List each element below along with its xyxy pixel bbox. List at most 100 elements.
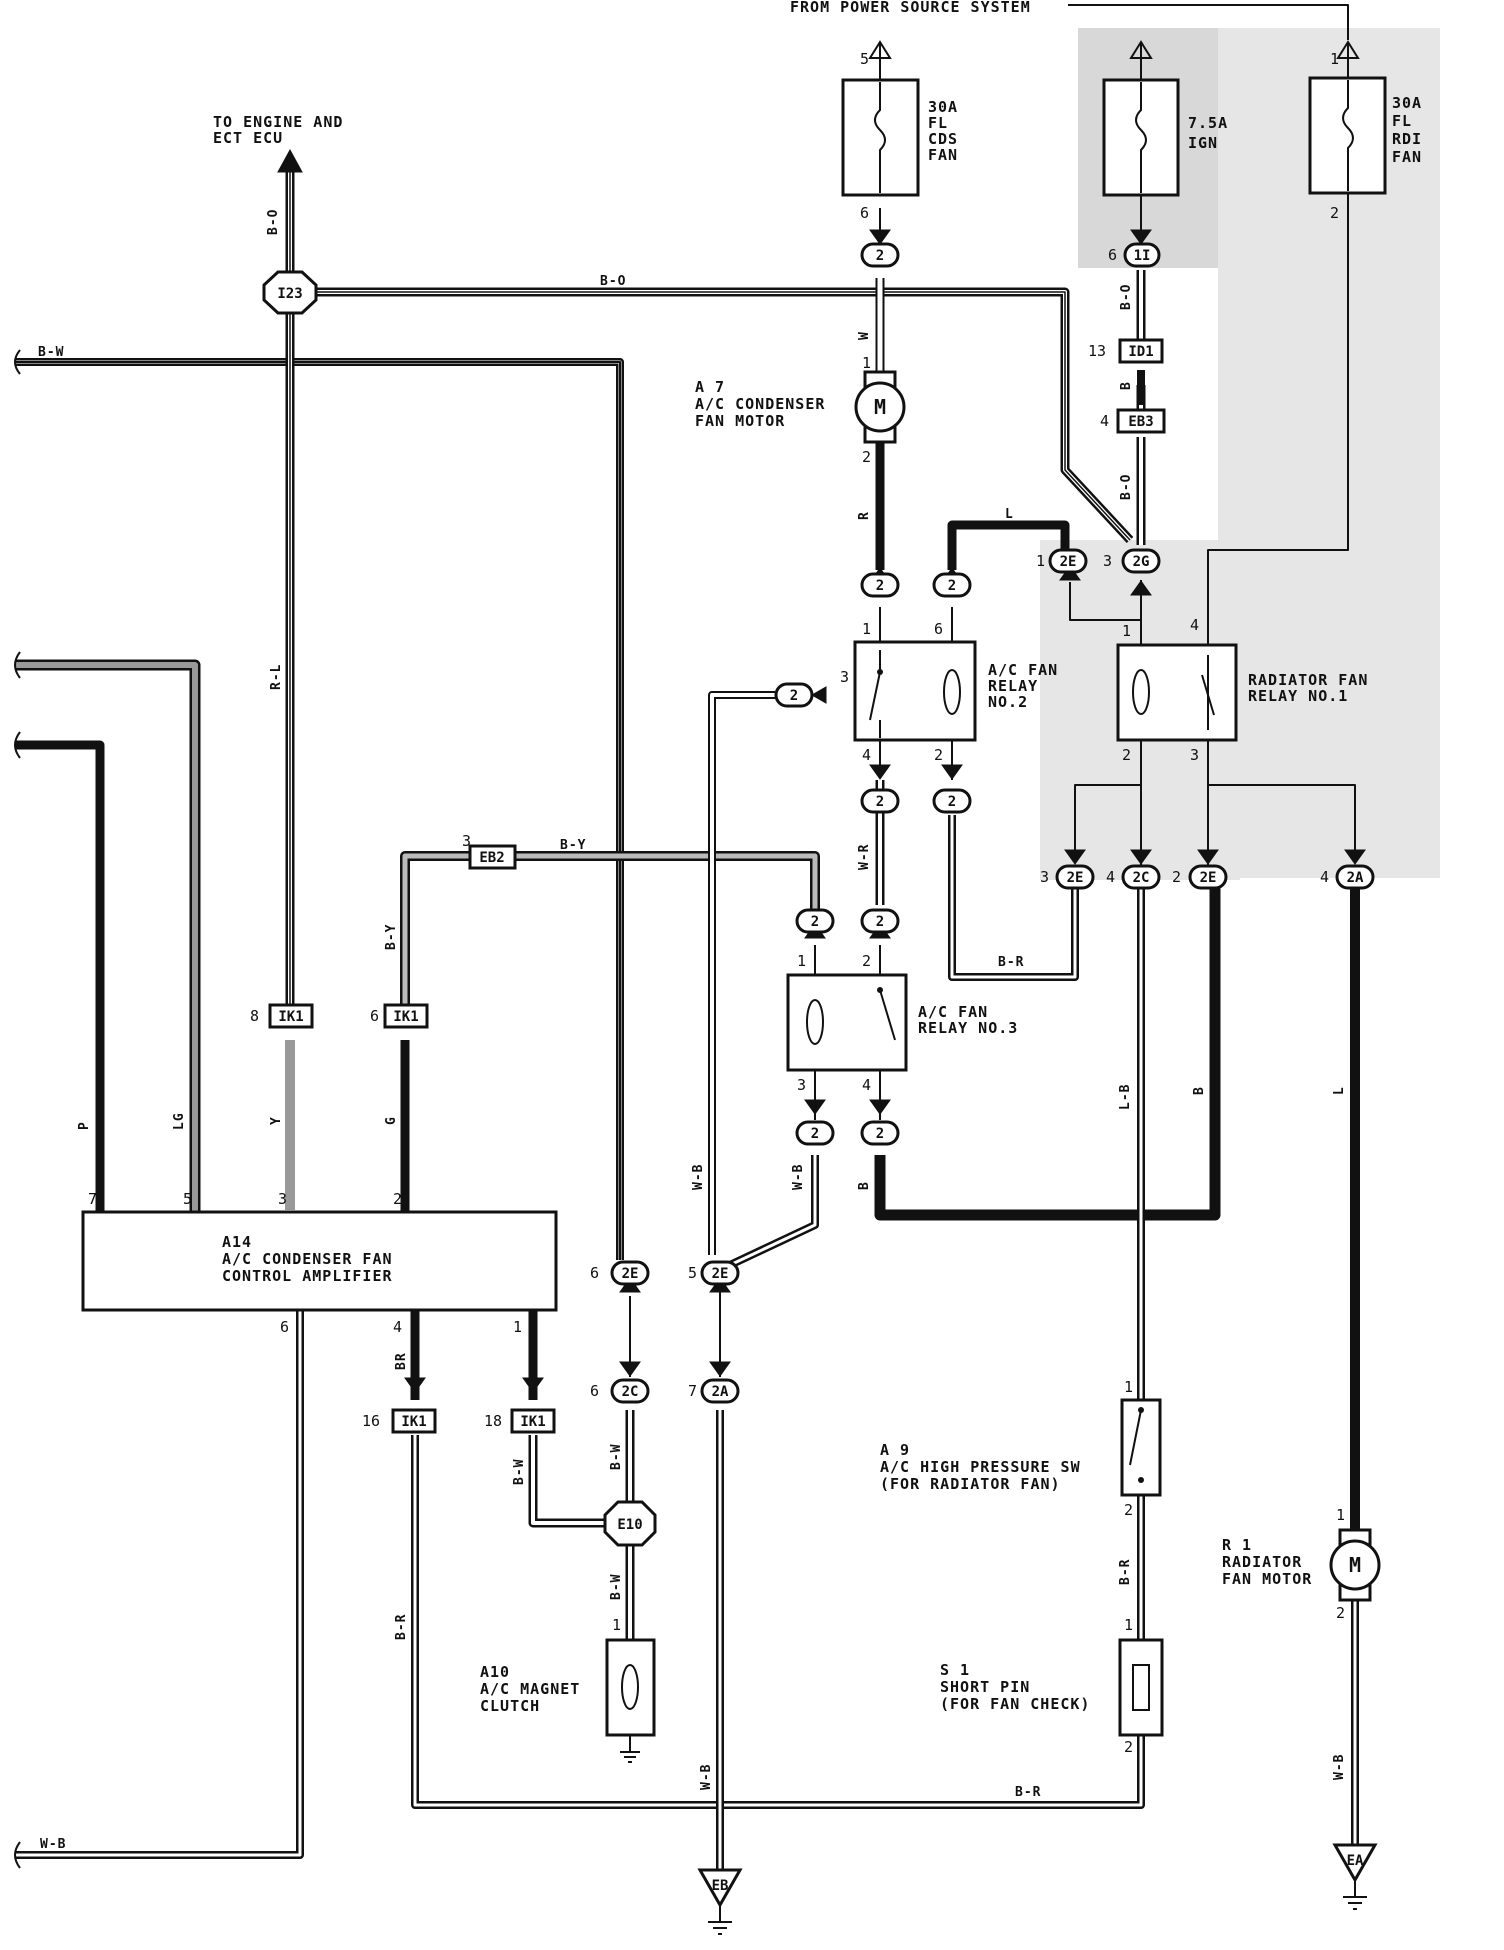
svg-text:4: 4 bbox=[862, 1076, 871, 1094]
svg-text:SHORT PIN: SHORT PIN bbox=[940, 1678, 1030, 1696]
svg-text:3: 3 bbox=[840, 668, 849, 686]
svg-text:ECT ECU: ECT ECU bbox=[213, 129, 283, 147]
svg-text:W-B: W-B bbox=[40, 1837, 66, 1852]
svg-text:B-W: B-W bbox=[512, 1459, 527, 1485]
svg-text:3: 3 bbox=[1190, 746, 1199, 764]
svg-text:B-R: B-R bbox=[394, 1614, 409, 1640]
svg-text:18: 18 bbox=[484, 1412, 502, 1430]
fuse-rdi bbox=[1308, 76, 1387, 195]
connector-ik1-18 bbox=[510, 1408, 556, 1434]
svg-text:IK1: IK1 bbox=[278, 1009, 303, 1025]
svg-text:2: 2 bbox=[948, 794, 956, 810]
svg-text:G: G bbox=[384, 1116, 399, 1125]
svg-text:2: 2 bbox=[1122, 746, 1131, 764]
svg-text:2: 2 bbox=[1124, 1501, 1133, 1519]
relay-no2 bbox=[853, 640, 977, 742]
svg-text:(FOR FAN CHECK): (FOR FAN CHECK) bbox=[940, 1695, 1090, 1713]
svg-text:2: 2 bbox=[1330, 204, 1339, 222]
svg-text:2C: 2C bbox=[622, 1384, 639, 1400]
wire-color-labels: B-O B-W L B-Y B-R B-R W-B B-O W R B-O B … bbox=[38, 209, 1347, 1852]
svg-text:6: 6 bbox=[934, 620, 943, 638]
svg-text:B-O: B-O bbox=[600, 274, 626, 289]
wire-b-bottom bbox=[874, 880, 1221, 1221]
svg-text:B-O: B-O bbox=[1119, 474, 1134, 500]
svg-text:1: 1 bbox=[612, 1616, 621, 1634]
wire-b-w-top bbox=[15, 358, 624, 1260]
svg-text:2: 2 bbox=[1124, 1738, 1133, 1756]
svg-text:RELAY NO.1: RELAY NO.1 bbox=[1248, 687, 1348, 705]
svg-text:W-B: W-B bbox=[699, 1764, 714, 1790]
s1-short-pin bbox=[1118, 1638, 1164, 1737]
svg-text:5: 5 bbox=[860, 50, 869, 68]
svg-text:4: 4 bbox=[1320, 868, 1329, 886]
svg-text:BR: BR bbox=[394, 1352, 409, 1370]
svg-text:L: L bbox=[1005, 507, 1014, 522]
wire-b-y bbox=[400, 851, 470, 1008]
svg-text:2: 2 bbox=[876, 794, 884, 810]
connector-ik1-16 bbox=[391, 1408, 437, 1434]
svg-text:1: 1 bbox=[1330, 50, 1339, 68]
svg-text:4: 4 bbox=[1106, 868, 1115, 886]
svg-text:A/C MAGNET: A/C MAGNET bbox=[480, 1680, 580, 1698]
radiator-motor: M bbox=[1329, 1528, 1381, 1602]
svg-text:LG: LG bbox=[172, 1112, 187, 1130]
svg-text:2: 2 bbox=[862, 448, 871, 466]
svg-text:A/C CONDENSER FAN: A/C CONDENSER FAN bbox=[222, 1250, 393, 1268]
svg-text:B: B bbox=[1192, 1086, 1207, 1095]
svg-text:2: 2 bbox=[876, 1126, 884, 1142]
condenser-motor: M bbox=[854, 370, 906, 444]
svg-text:1: 1 bbox=[862, 620, 871, 638]
svg-text:(FOR RADIATOR FAN): (FOR RADIATOR FAN) bbox=[880, 1475, 1061, 1493]
svg-text:8: 8 bbox=[250, 1007, 259, 1025]
svg-text:L: L bbox=[1332, 1086, 1347, 1095]
svg-text:2A: 2A bbox=[712, 1384, 729, 1400]
svg-text:2A: 2A bbox=[1347, 870, 1364, 886]
radiator-relay-no1 bbox=[1116, 643, 1238, 742]
wire-b-y-2 bbox=[515, 851, 820, 910]
engine-ecu-label: TO ENGINE AND bbox=[213, 113, 343, 131]
svg-text:W-B: W-B bbox=[791, 1164, 806, 1190]
svg-text:RELAY: RELAY bbox=[988, 677, 1038, 695]
svg-text:FL: FL bbox=[928, 114, 948, 132]
a9-switch bbox=[1120, 1398, 1162, 1497]
svg-text:FL: FL bbox=[1392, 112, 1412, 130]
power-source-line bbox=[1068, 4, 1349, 40]
svg-text:S 1: S 1 bbox=[940, 1661, 970, 1679]
wire-p bbox=[15, 740, 105, 1212]
svg-text:2: 2 bbox=[876, 914, 884, 930]
wire-w-b-relay bbox=[708, 691, 775, 1255]
svg-text:RADIATOR FAN: RADIATOR FAN bbox=[1248, 671, 1368, 689]
svg-text:6: 6 bbox=[370, 1007, 379, 1025]
svg-text:W: W bbox=[857, 331, 872, 340]
connector-eb2 bbox=[468, 844, 517, 870]
relay-no3 bbox=[786, 973, 908, 1072]
fuse-cds bbox=[841, 78, 920, 197]
svg-text:A/C HIGH PRESSURE SW: A/C HIGH PRESSURE SW bbox=[880, 1458, 1081, 1476]
svg-text:B-R: B-R bbox=[998, 955, 1024, 970]
svg-text:A10: A10 bbox=[480, 1663, 510, 1681]
svg-text:B-W: B-W bbox=[38, 345, 64, 360]
svg-text:A/C CONDENSER: A/C CONDENSER bbox=[695, 395, 825, 413]
svg-text:I23: I23 bbox=[277, 286, 302, 302]
svg-text:1: 1 bbox=[1122, 622, 1131, 640]
svg-text:CLUTCH: CLUTCH bbox=[480, 1697, 540, 1715]
svg-text:R: R bbox=[857, 511, 872, 520]
svg-text:2: 2 bbox=[790, 688, 798, 704]
svg-text:2E: 2E bbox=[1067, 870, 1084, 886]
svg-text:2E: 2E bbox=[712, 1266, 729, 1282]
svg-text:2: 2 bbox=[811, 914, 819, 930]
svg-text:2E: 2E bbox=[1200, 870, 1217, 886]
svg-text:EA: EA bbox=[1347, 1853, 1364, 1869]
svg-text:A/C FAN: A/C FAN bbox=[988, 661, 1058, 679]
svg-text:EB2: EB2 bbox=[479, 850, 504, 866]
svg-text:1: 1 bbox=[513, 1318, 522, 1336]
left-edge-brackets bbox=[14, 349, 21, 1869]
svg-text:ID1: ID1 bbox=[1128, 344, 1153, 360]
svg-text:R 1: R 1 bbox=[1222, 1536, 1252, 1554]
svg-text:B: B bbox=[1119, 381, 1134, 390]
svg-text:6: 6 bbox=[590, 1382, 599, 1400]
svg-text:1I: 1I bbox=[1134, 248, 1151, 264]
svg-text:E10: E10 bbox=[617, 1517, 642, 1533]
svg-text:1: 1 bbox=[1124, 1616, 1133, 1634]
